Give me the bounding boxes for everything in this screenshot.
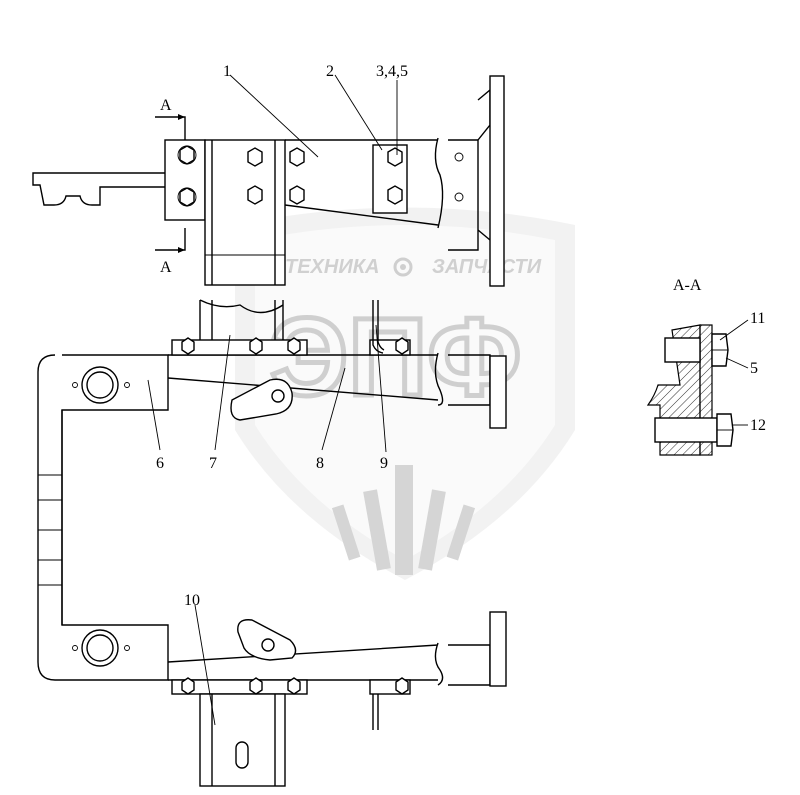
callout-10: 10: [184, 592, 200, 609]
callout-9: 9: [380, 455, 388, 472]
watermark-shield-inner: [255, 225, 555, 560]
svg-text:А: А: [160, 259, 172, 276]
callout-3-4-5: 3,4,5: [376, 63, 408, 80]
callout-2: 2: [326, 63, 334, 80]
hex-bolt-icon: [177, 145, 197, 165]
gear-icon: [393, 257, 413, 277]
watermark-big-text: ЭПФ: [270, 296, 521, 419]
callout-1: 1: [223, 63, 231, 80]
bottom-assembly: [72, 611, 507, 787]
section-detail: А-А: [646, 277, 734, 456]
callout-11: 11: [750, 310, 765, 327]
middle-assembly: [37, 299, 507, 681]
callout-8: 8: [316, 455, 324, 472]
leader-lines: [147, 74, 749, 726]
bushing-icon: [72, 629, 130, 667]
section-title: А-А: [673, 277, 702, 294]
hex-bolt-icon: [177, 187, 197, 207]
callout-12: 12: [750, 417, 766, 434]
watermark: ЭПФ ТЕХНИКА ЗАПЧАСТИ: [235, 207, 575, 580]
svg-text:А: А: [160, 97, 172, 114]
callout-7: 7: [209, 455, 217, 472]
callout-5: 5: [750, 360, 758, 377]
bushing-icon: [72, 366, 130, 404]
callout-6: 6: [156, 455, 164, 472]
watermark-left-text: ТЕХНИКА: [285, 256, 379, 278]
wheat-icon: [331, 465, 476, 575]
section-mark-top: А: [155, 97, 186, 140]
section-mark-bottom: А: [155, 228, 186, 276]
top-assembly: [32, 75, 505, 287]
watermark-right-text: ЗАПЧАСТИ: [432, 256, 542, 278]
